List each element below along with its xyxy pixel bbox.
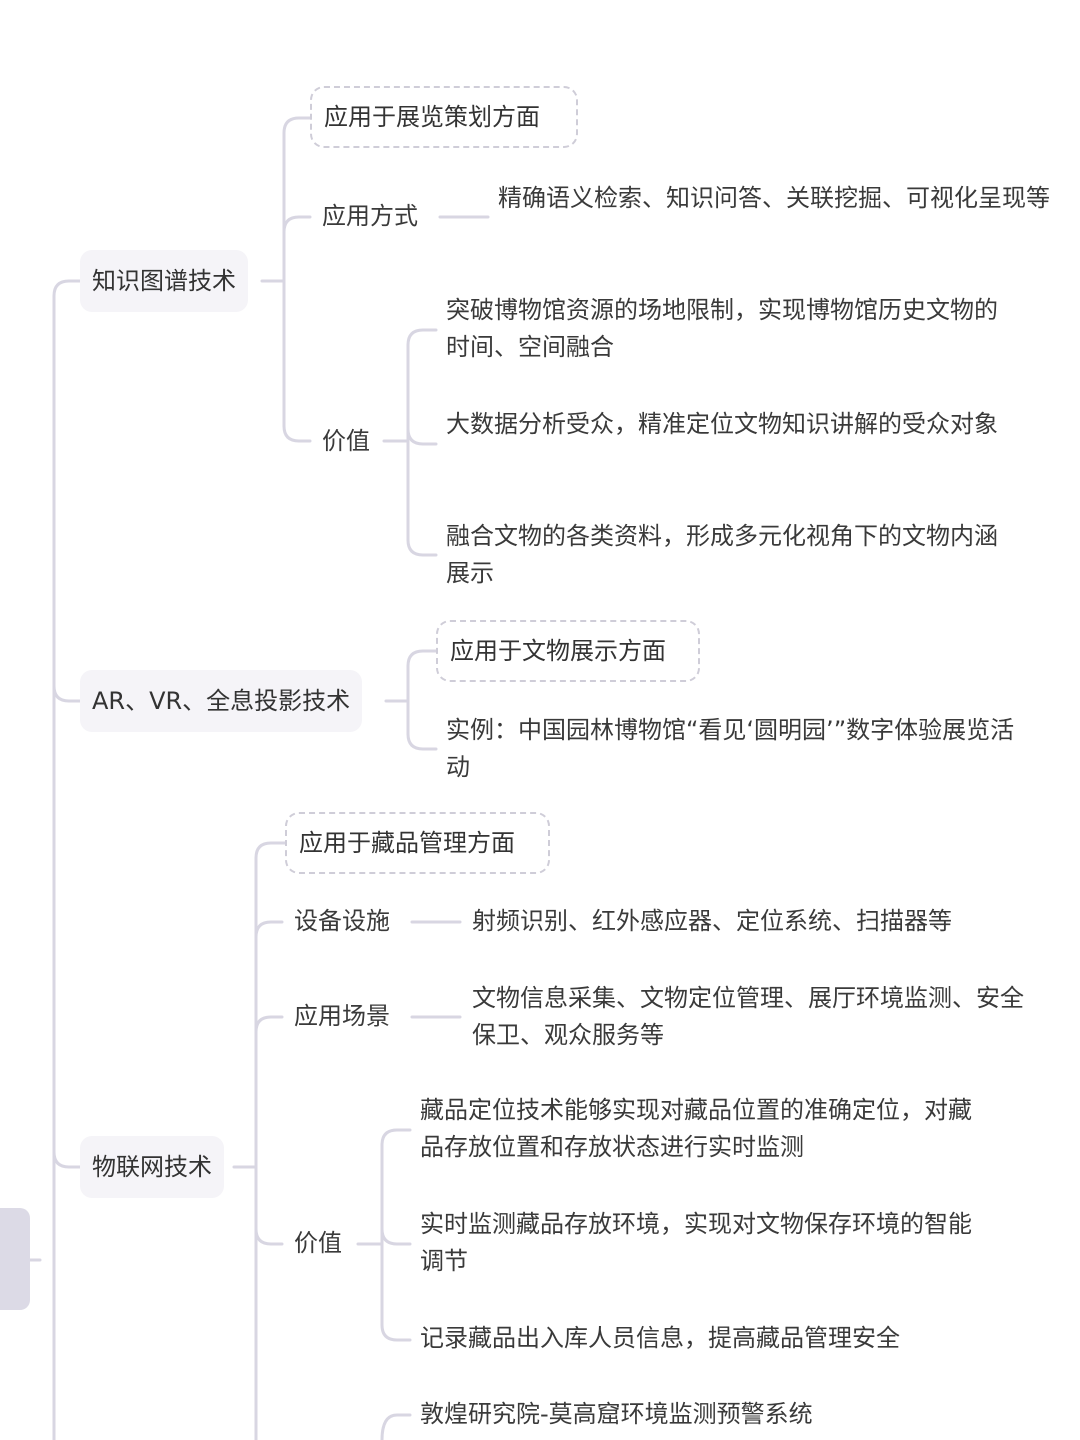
value-item: 突破博物馆资源的场地限制，实现博物馆历史文物的时间、空间融合 — [446, 296, 998, 361]
device-label: 设备设施 — [294, 907, 390, 935]
value-label: 价值 — [294, 1229, 342, 1257]
case-text: 敦煌研究院-莫高窟环境监测预警系统 — [420, 1400, 813, 1428]
value-item: 藏品定位技术能够实现对藏品位置的准确定位，对藏品存放位置和存放状态进行实时监测 — [420, 1096, 972, 1161]
branch-knowledge-graph[interactable]: 知识图谱技术 — [80, 250, 248, 312]
aspect-relic-display[interactable]: 应用于文物展示方面 — [436, 620, 700, 682]
scene-label: 应用场景 — [294, 1002, 390, 1030]
value-label: 价值 — [322, 427, 370, 455]
device-text: 射频识别、红外感应器、定位系统、扫描器等 — [472, 907, 952, 935]
value-item: 记录藏品出入库人员信息，提高藏品管理安全 — [420, 1324, 900, 1352]
scene-text: 文物信息采集、文物定位管理、展厅环境监测、安全保卫、观众服务等 — [472, 984, 1024, 1049]
method-label: 应用方式 — [322, 202, 418, 230]
value-item: 融合文物的各类资料，形成多元化视角下的文物内涵展示 — [446, 522, 998, 587]
value-item: 实时监测藏品存放环境，实现对文物保存环境的智能调节 — [420, 1210, 972, 1275]
branch-ar-vr[interactable]: AR、VR、全息投影技术 — [80, 670, 363, 732]
aspect-collection-management[interactable]: 应用于藏品管理方面 — [285, 812, 550, 874]
example-text: 实例：中国园林博物馆“看见‘圆明园’”数字体验展览活动 — [446, 716, 1015, 781]
aspect-exhibition-planning[interactable]: 应用于展览策划方面 — [310, 86, 578, 148]
branch-iot[interactable]: 物联网技术 — [80, 1136, 224, 1198]
root-node[interactable] — [0, 1208, 30, 1310]
value-item: 大数据分析受众，精准定位文物知识讲解的受众对象 — [446, 410, 998, 438]
method-text: 精确语义检索、知识问答、关联挖掘、可视化呈现等 — [498, 184, 1050, 212]
